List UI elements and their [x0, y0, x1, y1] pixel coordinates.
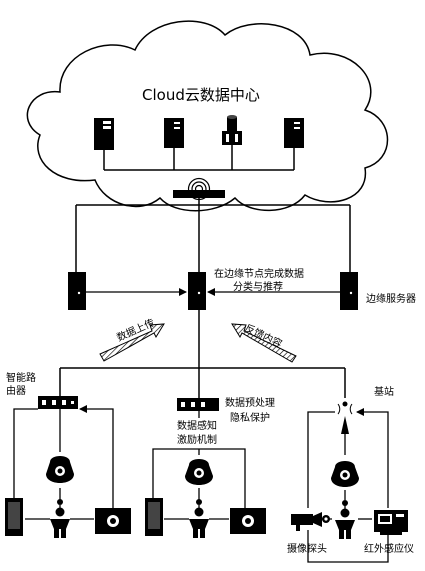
feedback-flow-arrow	[231, 323, 297, 363]
smart-router-icon	[38, 396, 78, 409]
center-person-icon	[189, 507, 209, 538]
smart-router-label-line1: 智能路	[6, 373, 36, 384]
left-camera-icon	[46, 456, 74, 483]
camera-probe-label: 摄像探头	[287, 544, 327, 555]
edge-server-right-icon	[340, 272, 358, 310]
preprocess-label-line2: 隐私保护	[230, 413, 270, 424]
cloud-bus	[103, 145, 295, 171]
infrared-sensor-icon	[374, 510, 408, 535]
center-user-node	[196, 499, 202, 505]
edge-center-label-line2: 分类与推荐	[233, 282, 283, 293]
preprocess-label-line1: 数据预处理	[225, 398, 275, 409]
right-cluster-links	[307, 408, 389, 563]
sensing-label-line1: 数据感知	[177, 421, 217, 432]
left-user-node	[57, 499, 63, 505]
edge-center-label-line1: 在边缘节点完成数据	[214, 269, 304, 280]
edge-server-center-icon	[188, 272, 206, 310]
infrared-sensor-label: 红外感应仪	[364, 544, 414, 555]
center-tablet-icon	[230, 508, 266, 534]
cloud-data-center-title: Cloud云数据中心	[142, 86, 260, 104]
preprocess-device-icon	[177, 398, 219, 411]
cloud-server-2-icon	[164, 118, 184, 148]
base-station-icon	[337, 401, 353, 434]
left-phone-icon	[5, 498, 23, 536]
cloud-database-icon	[222, 115, 242, 145]
center-camera-icon	[185, 459, 213, 485]
edge-server-left-icon	[68, 272, 86, 310]
right-camera-icon	[331, 461, 359, 487]
sensing-label-line2: 激励机制	[177, 435, 217, 446]
left-tablet-icon	[95, 508, 131, 534]
left-cluster-links	[13, 405, 114, 520]
center-phone-icon	[145, 498, 163, 536]
cloud-shape	[26, 20, 389, 212]
cloud-server-1-icon	[94, 118, 114, 150]
right-person-icon	[335, 508, 355, 539]
base-station-label: 基站	[374, 387, 394, 398]
edge-server-label: 边缘服务器	[366, 294, 416, 305]
left-person-icon	[50, 507, 70, 538]
upload-flow-arrow	[99, 323, 165, 362]
smart-router-label-line2: 由器	[6, 386, 26, 397]
surveillance-camera-icon	[291, 512, 330, 531]
cloud-server-3-icon	[284, 118, 304, 148]
center-cluster-links	[152, 448, 246, 520]
right-user-node	[342, 500, 348, 506]
edge-distribution-lines	[75, 198, 351, 272]
